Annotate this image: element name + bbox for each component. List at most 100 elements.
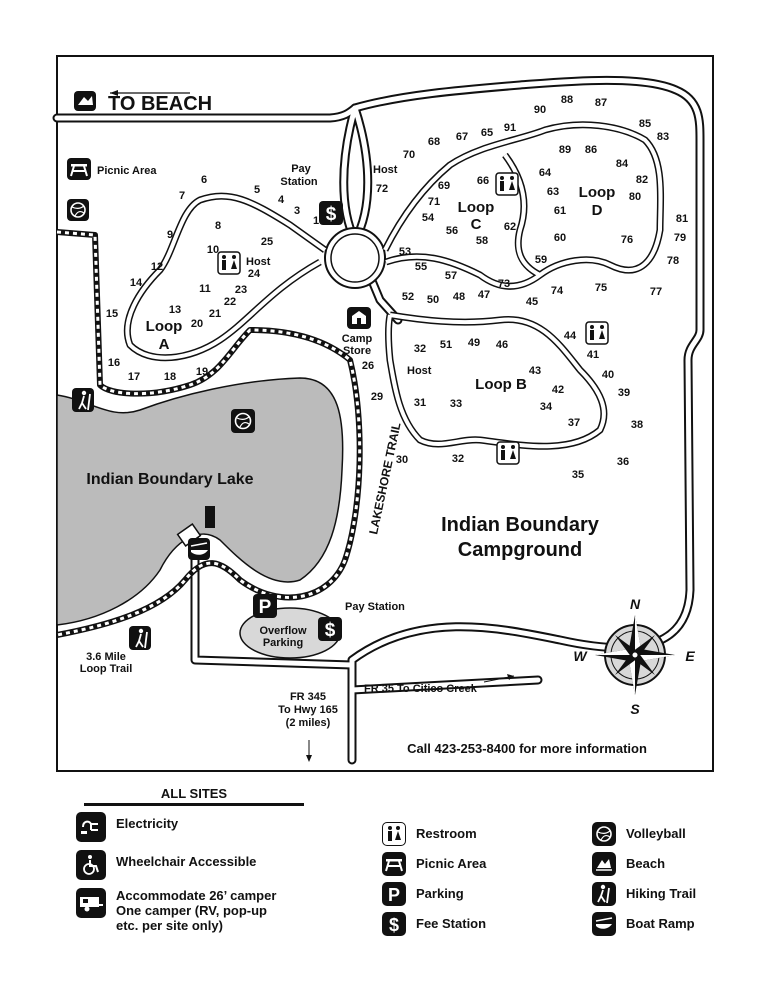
campsite-4: 4 <box>278 194 285 206</box>
campsite-65: 65 <box>481 127 493 139</box>
campsite-18: 18 <box>164 371 176 383</box>
campsite-58: 58 <box>476 235 488 247</box>
campsite-78: 78 <box>667 255 679 267</box>
campsite-12: 12 <box>151 261 163 273</box>
camp-store-label-2: Store <box>343 345 371 357</box>
loop-c-label-1: Loop <box>458 199 495 216</box>
electricity-label: Electricity <box>116 816 179 831</box>
volleyball-icon <box>67 199 89 221</box>
camper-icon <box>76 888 106 918</box>
roundabout <box>324 227 386 289</box>
boat-ramp-label: Boat Ramp <box>626 916 695 931</box>
campsite-47: 47 <box>478 289 490 301</box>
campsite-16: 16 <box>108 357 120 369</box>
loop-b-label: Loop B <box>475 376 527 393</box>
fr345-label-3: (2 miles) <box>286 717 331 729</box>
campsite-40: 40 <box>602 369 614 381</box>
parking-label: Parking <box>416 886 464 901</box>
campsite-86: 86 <box>585 144 597 156</box>
pay-station-top-label-2: Station <box>280 176 318 188</box>
campsite-39: 39 <box>618 387 630 399</box>
trails <box>56 229 363 638</box>
campsite-20: 20 <box>191 318 203 330</box>
campsite-13: 13 <box>169 304 181 316</box>
all-sites-title: ALL SITES <box>84 786 304 806</box>
campsite-11: 11 <box>199 283 211 295</box>
campsite-87: 87 <box>595 97 607 109</box>
campsite-22: 22 <box>224 296 236 308</box>
campsite-89: 89 <box>559 144 571 156</box>
loop-trail-label-1: 3.6 Mile <box>86 651 126 663</box>
overflow-parking-label-1: Overflow <box>259 625 307 637</box>
restroom-icon-loop-b-east <box>585 321 609 345</box>
campsite-70: 70 <box>403 149 415 161</box>
loop-roads <box>123 121 665 450</box>
picnic-icon <box>382 852 406 876</box>
legend-hiking: Hiking Trail <box>592 882 696 906</box>
camp-store-label-1: Camp <box>342 333 373 345</box>
campsite-30: 30 <box>396 454 408 466</box>
loop-trail-label-2: Loop Trail <box>80 663 133 675</box>
electricity-icon <box>76 812 106 842</box>
fee-station-icon-bottom: $ <box>318 617 342 641</box>
campsite-57: 57 <box>445 270 457 282</box>
svg-text:$: $ <box>389 915 399 933</box>
campsite-69: 69 <box>438 180 450 192</box>
campsite-51: 51 <box>440 339 452 351</box>
camp-store-icon <box>347 307 371 329</box>
legend-boat-ramp: Boat Ramp <box>592 912 695 936</box>
fee-label: Fee Station <box>416 916 487 931</box>
hiking-trail-icon-west <box>72 388 94 412</box>
loop-c-label-2: C <box>471 216 482 233</box>
campsite-29: 29 <box>371 391 383 403</box>
parking-legend-icon: P <box>382 882 406 906</box>
picnic-area-label: Picnic Area <box>97 165 157 177</box>
loop-a-label-1: Loop <box>146 318 183 335</box>
overflow-parking-label-2: Parking <box>263 637 303 649</box>
campsite-1: 1 <box>313 215 319 227</box>
campsite-83: 83 <box>657 131 669 143</box>
legend-wheelchair: Wheelchair Accessible <box>76 850 256 880</box>
campsite-62: 62 <box>504 221 516 233</box>
campsite-32: 32 <box>414 343 426 355</box>
campsite-35: 35 <box>572 469 584 481</box>
hiking-label: Hiking Trail <box>626 886 697 901</box>
fee-icon: $ <box>382 912 406 936</box>
campsite-25: 25 <box>261 236 273 248</box>
hiking-legend-icon <box>592 882 616 906</box>
legend-electricity: Electricity <box>76 812 178 842</box>
campsite-74: 74 <box>551 285 564 297</box>
host-label-loop-b: Host <box>407 365 432 377</box>
svg-text:$: $ <box>326 204 337 225</box>
restroom-icon-loop-a <box>217 251 241 275</box>
campsite-41: 41 <box>587 349 599 361</box>
phone-label: Call 423-253-8400 for more information <box>407 741 647 756</box>
restroom-label: Restroom <box>416 826 477 841</box>
lake-name-label: Indian Boundary Lake <box>86 471 253 488</box>
campsite-66: 66 <box>477 175 489 187</box>
campsite-24: 24 <box>248 268 261 280</box>
campsite-54: 54 <box>422 212 435 224</box>
campsite-49: 49 <box>468 337 480 349</box>
campsite-5: 5 <box>254 184 260 196</box>
boat-ramp-icon <box>188 538 210 560</box>
campsite-79: 79 <box>674 232 686 244</box>
restroom-icon <box>382 822 406 846</box>
legend-fee: $ Fee Station <box>382 912 486 936</box>
compass-n: N <box>630 596 641 612</box>
campsite-72: 72 <box>376 183 388 195</box>
svg-text:P: P <box>259 597 272 618</box>
campsite-3: 3 <box>294 205 300 217</box>
campsite-45: 45 <box>526 296 538 308</box>
campsite-42: 42 <box>552 384 564 396</box>
compass-rose <box>595 615 675 695</box>
campsite-91: 91 <box>504 122 516 134</box>
fr345-label-2: To Hwy 165 <box>278 704 338 716</box>
campsite-21: 21 <box>209 308 221 320</box>
campsite-9: 9 <box>167 229 173 241</box>
campsite-67: 67 <box>456 131 468 143</box>
wheelchair-icon <box>76 850 106 880</box>
camper-label-1: Accommodate 26’ camper <box>116 888 277 903</box>
campsite-15: 15 <box>106 308 118 320</box>
camper-label-3: etc. per site only) <box>116 918 223 933</box>
